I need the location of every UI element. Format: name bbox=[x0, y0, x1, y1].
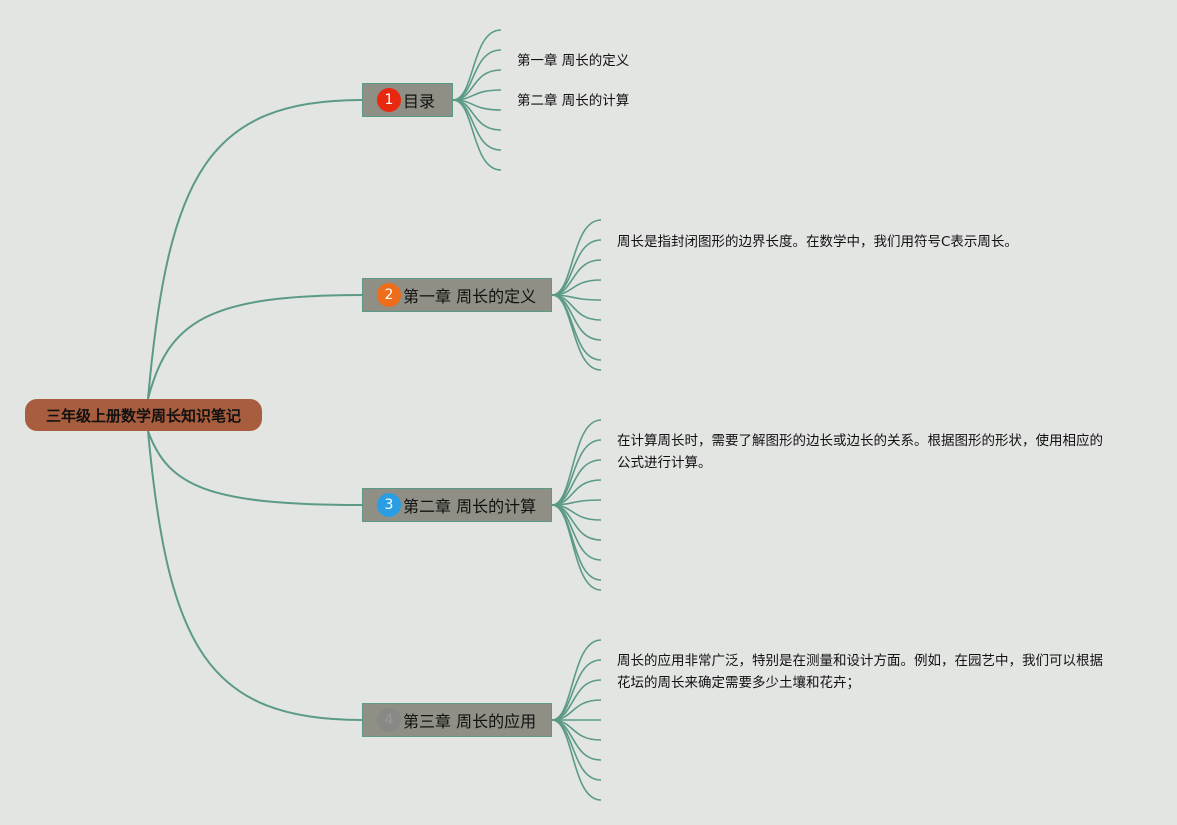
twig-line-2-3 bbox=[551, 259, 602, 296]
twig-line-3-1 bbox=[551, 419, 602, 506]
branch-topic-label: 第一章 周长的定义 bbox=[403, 287, 537, 306]
branch-topic-chapter-1[interactable]: 2 第一章 周长的定义 bbox=[362, 278, 552, 312]
twig-line-1-6 bbox=[452, 99, 502, 131]
branch-topic-label: 第二章 周长的计算 bbox=[403, 497, 537, 516]
root-connector-lines bbox=[147, 99, 363, 721]
root-topic[interactable]: 三年级上册数学周长知识笔记 bbox=[25, 399, 262, 431]
twig-line-3-7 bbox=[551, 504, 602, 541]
branch-connector-4 bbox=[147, 430, 363, 721]
twig-line-2-8 bbox=[551, 294, 602, 361]
twig-line-1-1 bbox=[452, 29, 502, 101]
twig-line-3-10 bbox=[551, 504, 602, 591]
branch-topic-toc[interactable]: 1 目录 bbox=[362, 83, 453, 117]
number-badge-icon: 3 bbox=[377, 493, 401, 517]
twig-line-2-1 bbox=[551, 219, 602, 296]
root-topic-label: 三年级上册数学周长知识笔记 bbox=[45, 406, 241, 425]
leaf-topic[interactable]: 周长是指封闭图形的边界长度。在数学中，我们用符号C表示周长。 bbox=[617, 234, 1018, 250]
branch-connector-2 bbox=[147, 294, 363, 400]
number-badge-icon: 1 bbox=[377, 88, 401, 112]
twig-line-4-9 bbox=[551, 719, 602, 801]
branch-connector-1 bbox=[147, 99, 363, 400]
leaf-topic[interactable]: 第一章 周长的定义 bbox=[517, 53, 630, 69]
twig-line-1-8 bbox=[452, 99, 502, 171]
branch-topic-chapter-2[interactable]: 3 第二章 周长的计算 bbox=[362, 488, 552, 522]
number-badge-icon: 2 bbox=[377, 283, 401, 307]
branch-connector-3 bbox=[147, 430, 363, 506]
twig-line-1-3 bbox=[452, 69, 502, 101]
leaf-topic[interactable]: 周长的应用非常广泛，特别是在测量和设计方面。例如，在园艺中，我们可以根据花坛的周… bbox=[617, 653, 1103, 691]
leaf-twig-lines bbox=[452, 29, 602, 801]
branch-topic-chapter-3[interactable]: 4 第三章 周长的应用 bbox=[362, 703, 552, 737]
branch-topic-label: 目录 bbox=[403, 92, 436, 111]
leaf-topic[interactable]: 在计算周长时，需要了解图形的边长或边长的关系。根据图形的形状，使用相应的公式进行… bbox=[617, 433, 1103, 471]
leaf-topic[interactable]: 第二章 周长的计算 bbox=[517, 93, 630, 109]
number-badge-icon: 4 bbox=[377, 708, 401, 732]
twig-line-2-9 bbox=[551, 294, 602, 371]
twig-line-3-9 bbox=[551, 504, 602, 581]
branch-topic-label: 第三章 周长的应用 bbox=[403, 712, 537, 731]
